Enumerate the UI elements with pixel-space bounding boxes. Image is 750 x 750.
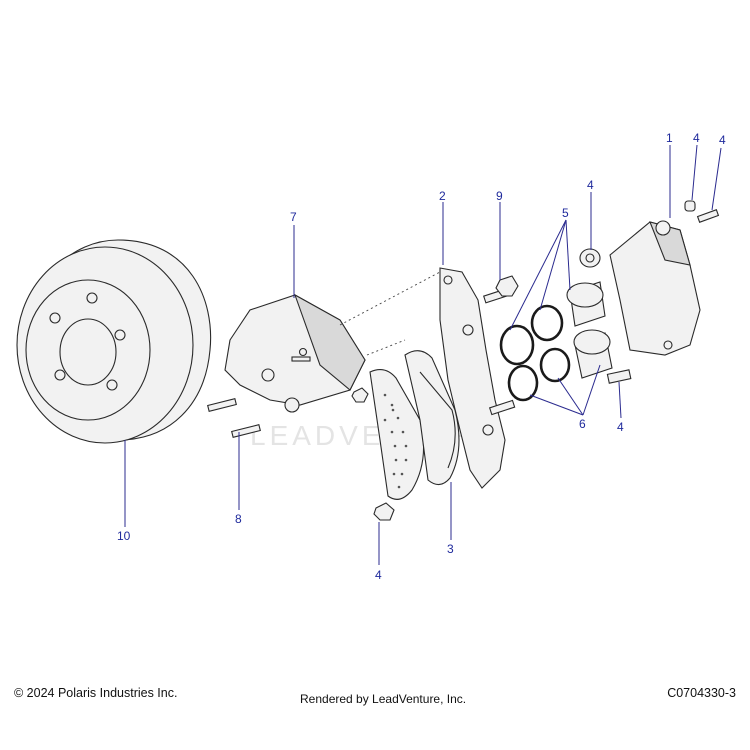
callout-4-top-b: 4: [719, 133, 726, 147]
small-nut-bracket[interactable]: [351, 387, 369, 403]
callout-4-top-a: 4: [693, 131, 700, 145]
callout-4-bottom: 4: [375, 568, 382, 582]
callout-7: 7: [290, 210, 297, 224]
diagram-code-text: C0704330-3: [667, 686, 736, 700]
callout-9: 9: [496, 189, 503, 203]
rendered-by-text: Rendered by LeadVenture, Inc.: [300, 692, 467, 706]
brake-rotor[interactable]: [16, 239, 212, 444]
brake-pad-inner[interactable]: [404, 350, 460, 486]
callout-5: 5: [562, 206, 569, 220]
callout-4-right: 4: [617, 420, 624, 434]
caliper-bleeder-parts[interactable]: [579, 200, 720, 384]
callout-2: 2: [439, 189, 446, 203]
callout-6: 6: [579, 417, 586, 431]
piston-seals-lower[interactable]: [507, 347, 571, 402]
caliper-pistons[interactable]: [566, 281, 613, 379]
plate-bolts[interactable]: [483, 275, 519, 416]
caliper-housing[interactable]: [609, 220, 701, 356]
bracket-bolts[interactable]: [207, 398, 261, 438]
leader-lines: [124, 144, 722, 565]
mounting-plate[interactable]: [439, 267, 506, 489]
callout-numbers: 1 4 4 2 9 4 5 7 6 4 8 10 3 4: [117, 131, 726, 582]
alignment-lines: [339, 271, 441, 356]
small-nut-bottom[interactable]: [373, 502, 395, 521]
caliper-bracket[interactable]: [224, 293, 366, 413]
callout-3: 3: [447, 542, 454, 556]
callout-1: 1: [666, 131, 673, 145]
copyright-text: © 2024 Polaris Industries Inc.: [14, 686, 178, 700]
callout-4-seal: 4: [587, 178, 594, 192]
callout-10: 10: [117, 529, 131, 543]
piston-seals-upper[interactable]: [499, 304, 564, 366]
brake-pad-outer[interactable]: [369, 369, 425, 500]
callout-8: 8: [235, 512, 242, 526]
